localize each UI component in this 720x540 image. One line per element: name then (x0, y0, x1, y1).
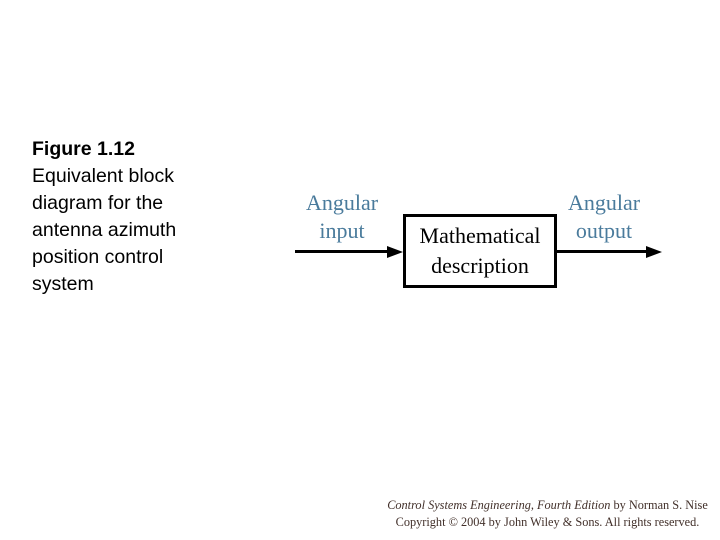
caption-line: diagram for the (32, 192, 164, 214)
output-arrowhead-icon (646, 245, 662, 258)
output-arrow-line (556, 250, 648, 253)
caption-line: system (32, 273, 94, 295)
block-label-line1: Mathematical (419, 223, 541, 248)
input-arrowhead-icon (387, 245, 403, 258)
figure-caption: Figure 1.12 Equivalent block diagram for… (32, 136, 232, 298)
angular-output-label: Angular output (544, 189, 664, 245)
figure-number: Figure 1.12 (32, 138, 135, 160)
caption-line: antenna azimuth (32, 219, 177, 241)
footer-copyright-line: Copyright © 2004 by John Wiley & Sons. A… (395, 514, 700, 529)
footer-book-author: by Norman S. Nise (610, 498, 708, 512)
caption-line: position control (32, 246, 164, 268)
mathematical-description-block: Mathematical description (403, 214, 557, 288)
angular-input-label: Angular input (282, 189, 402, 245)
angular-input-label-line1: Angular (305, 190, 379, 215)
caption-line: Equivalent block (32, 165, 175, 187)
angular-output-label-line2: output (575, 218, 633, 243)
angular-output-label-line1: Angular (567, 190, 641, 215)
copyright-footer: Control Systems Engineering, Fourth Edit… (380, 497, 715, 530)
footer-book-title: Control Systems Engineering, Fourth Edit… (387, 498, 611, 512)
input-arrow-line (295, 250, 389, 253)
block-label-line2: description (431, 253, 529, 278)
footer-book-line: Control Systems Engineering, Fourth Edit… (380, 497, 715, 514)
angular-input-label-line2: input (319, 218, 365, 243)
